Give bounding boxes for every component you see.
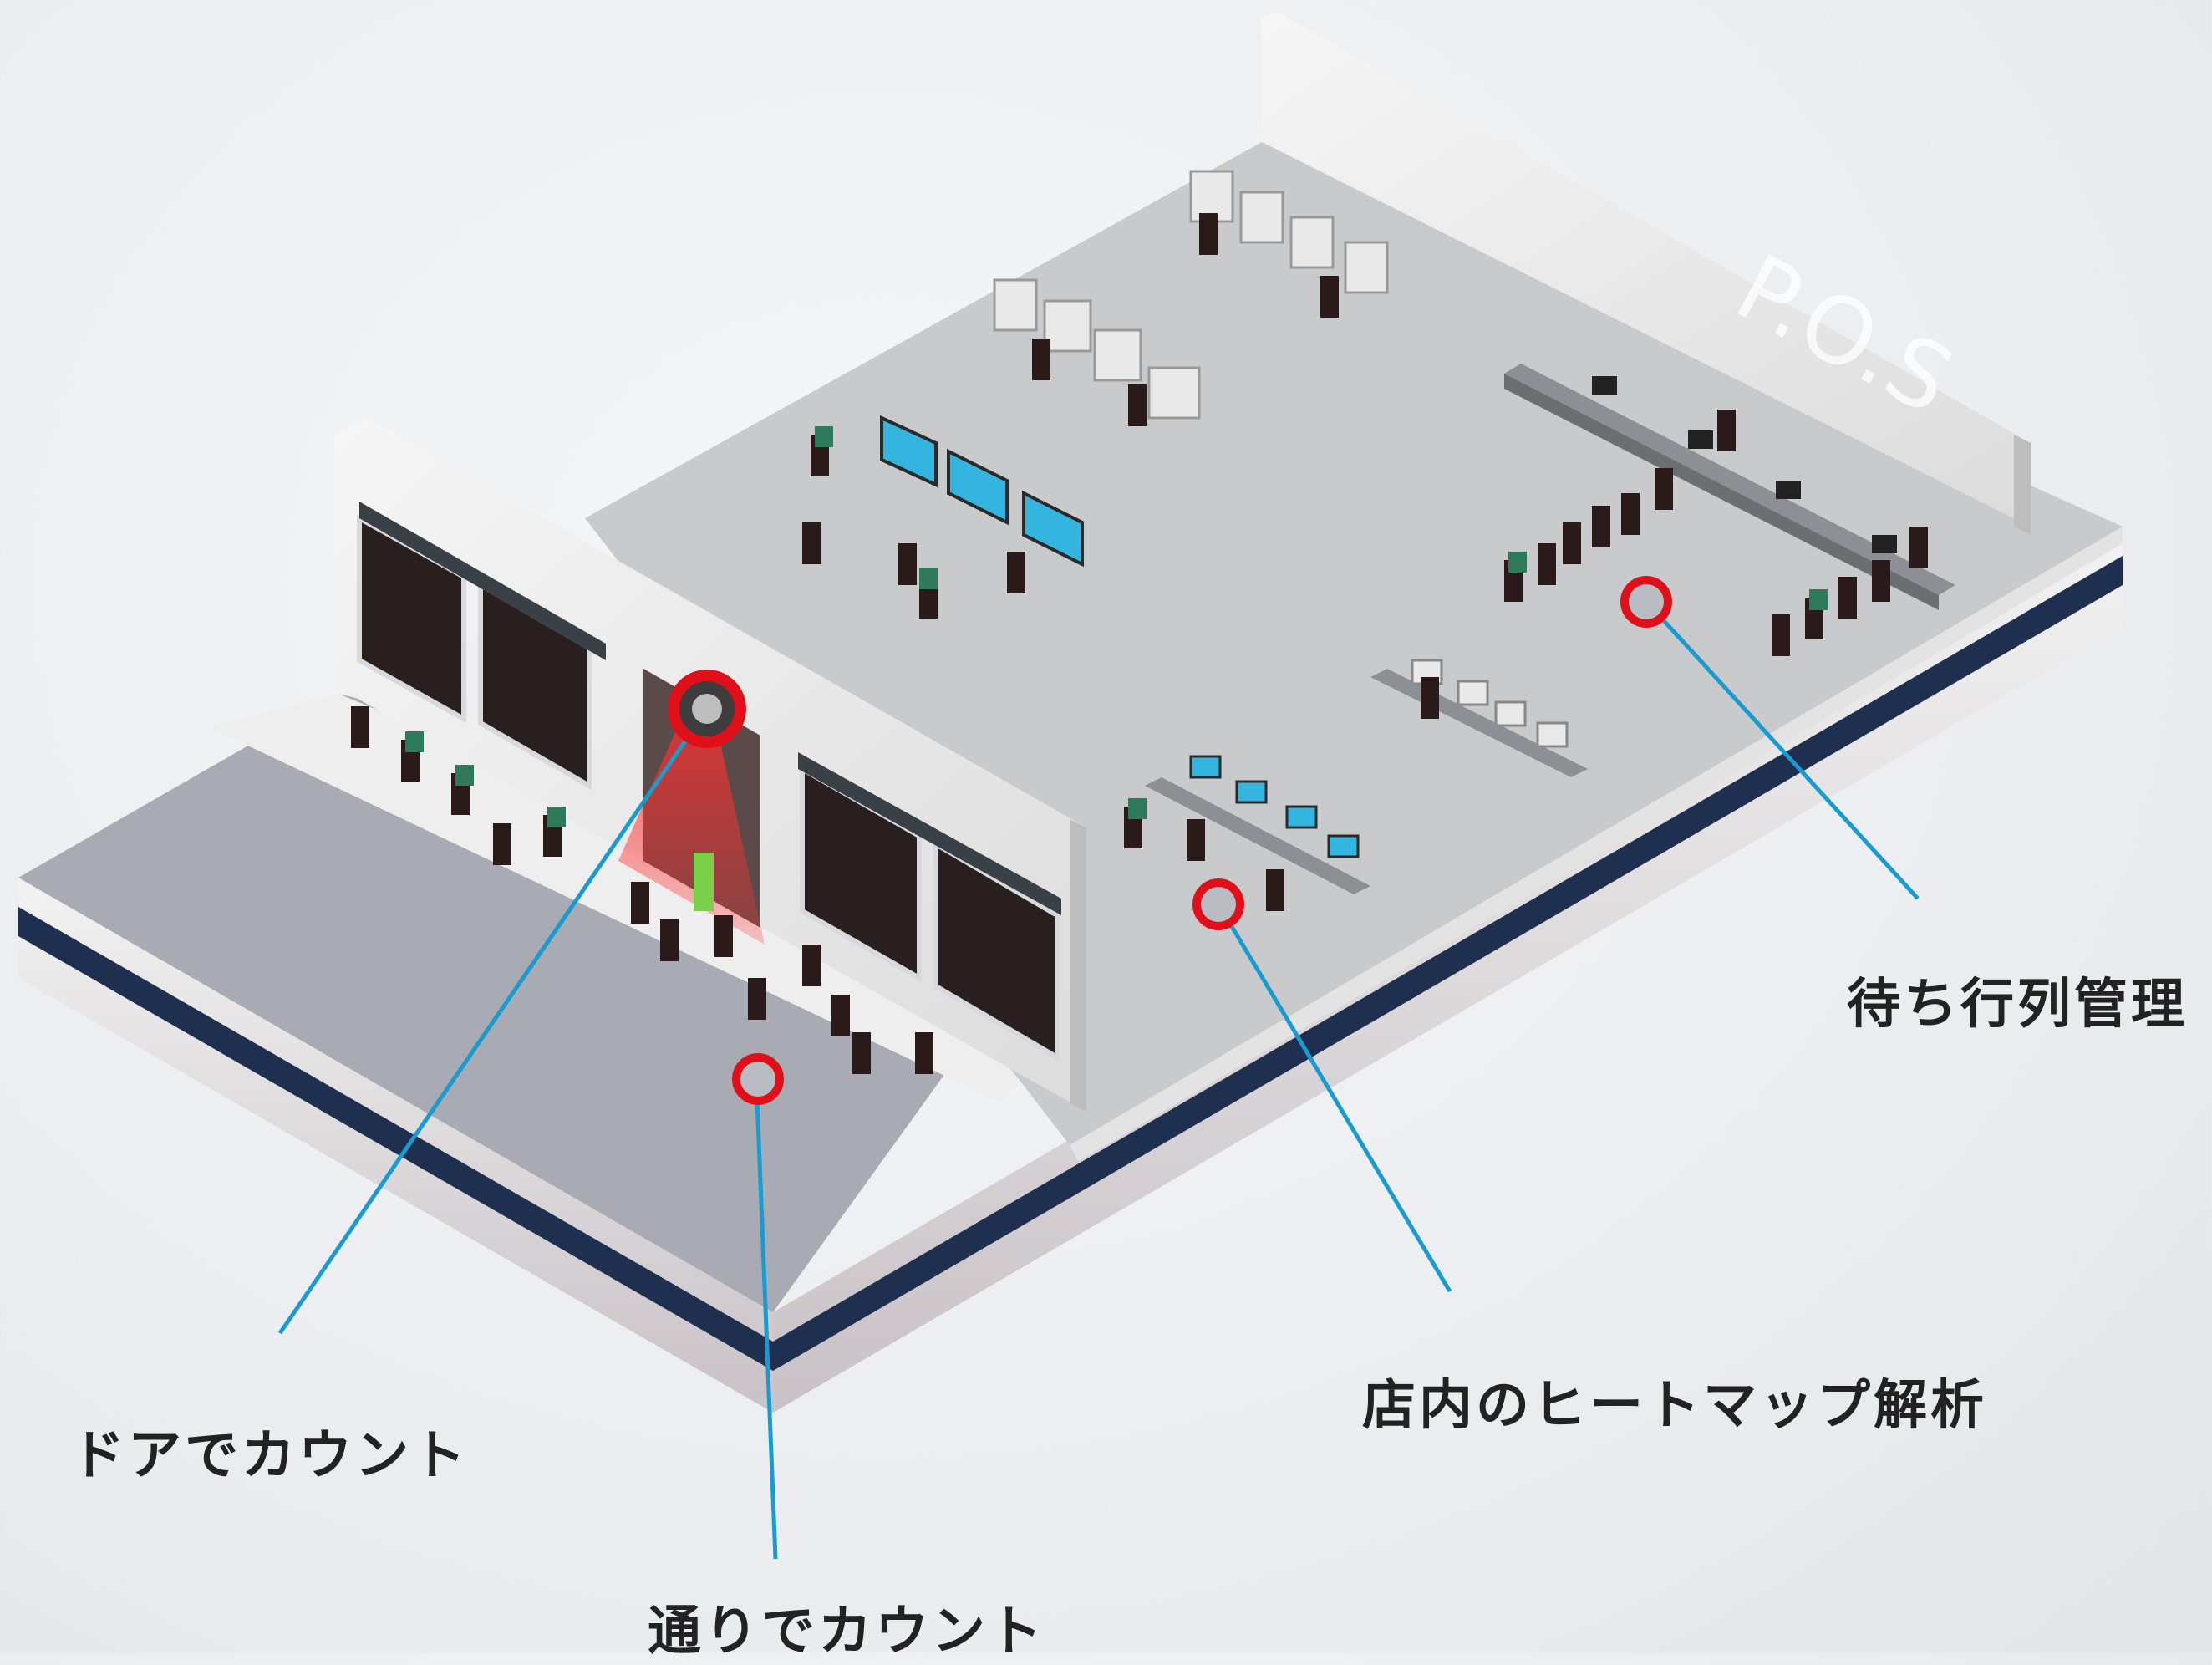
door-sensor-beam xyxy=(618,719,765,945)
callout-line-heatmap xyxy=(1218,905,1452,1293)
shoppers xyxy=(351,213,1928,1074)
door-count-label: ドアでカウント xyxy=(71,1425,469,1487)
callout-line-door xyxy=(277,709,709,1335)
queue-management-label: 待ち行列管理 xyxy=(1847,974,2188,1036)
marker-door xyxy=(668,670,746,748)
marker-heatmap xyxy=(1192,878,1244,930)
street-count-label: 通りでカウント xyxy=(648,1601,1045,1662)
pos-counters xyxy=(1504,364,1955,610)
heatmap-analysis-label: 店内のヒートマップ解析 xyxy=(1362,1375,1987,1437)
callout-lines xyxy=(277,604,1920,1560)
callout-line-queue xyxy=(1649,604,1920,900)
marker-queue xyxy=(1620,576,1672,628)
markers xyxy=(668,576,1672,1105)
callout-line-street xyxy=(754,1077,778,1560)
marker-street xyxy=(732,1053,784,1105)
